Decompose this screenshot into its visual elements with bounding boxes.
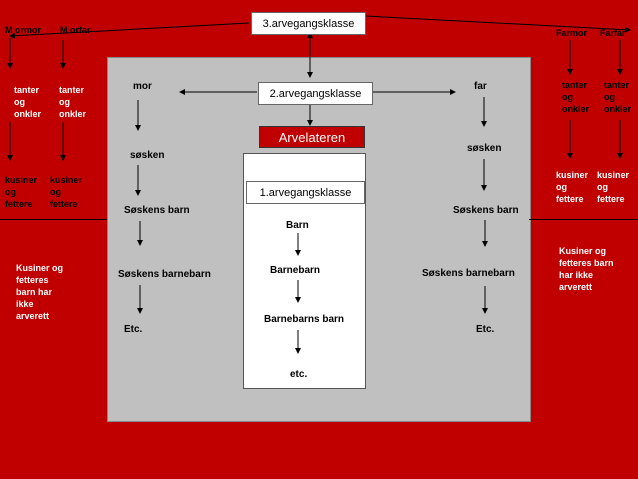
left-cousins-b: kusiner og fettere: [50, 175, 83, 209]
mor-siblings-grandchildren: Søskens barnebarn: [118, 269, 211, 280]
far-label: far: [474, 81, 487, 92]
left-grandmother: M ormor: [5, 25, 41, 35]
mor-label: mor: [133, 81, 152, 92]
grandchildren-label: Barnebarn: [270, 265, 321, 276]
right-grandmother: Farmor: [556, 28, 588, 38]
right-grandfather: Farfar: [600, 28, 626, 38]
divider-right: [529, 219, 638, 220]
left-cousins-a: kusiner og fettere: [5, 175, 38, 209]
far-siblings: søsken: [467, 143, 502, 154]
third-class-box: 3.arvegangsklasse: [251, 12, 366, 35]
first-class-box: 1.arvegangsklasse: [246, 181, 365, 204]
second-class-box: 2.arvegangsklasse: [258, 82, 373, 105]
far-siblings-children: Søskens barn: [453, 205, 519, 216]
arrow-top-left: [9, 22, 250, 39]
children-label: Barn: [286, 220, 309, 231]
heir-box: Arvelateren: [259, 126, 365, 148]
arrow-top-right: [364, 15, 631, 33]
right-cousins-b: kusiner og fettere: [597, 170, 630, 204]
first-line-etc: etc.: [290, 369, 308, 380]
right-uncles-a: tanter og onkler: [562, 80, 590, 114]
mor-siblings: søsken: [130, 150, 165, 161]
right-note: Kusiner og fetteres barn har ikke arvere…: [559, 246, 614, 292]
far-siblings-grandchildren: Søskens barnebarn: [422, 268, 515, 279]
mor-etc: Etc.: [124, 324, 143, 335]
great-grandchildren-label: Barnebarns barn: [264, 314, 345, 325]
mor-siblings-children: Søskens barn: [124, 205, 190, 216]
left-note: Kusiner og fetteres barn har ikke arvere…: [16, 263, 64, 321]
far-etc: Etc.: [476, 324, 495, 335]
right-uncles-b: tanter og onkler: [604, 80, 632, 114]
left-grandfather: M orfar: [60, 25, 91, 35]
left-uncles-b: tanter og onkler: [59, 85, 87, 119]
divider-left: [0, 219, 107, 220]
right-cousins-a: kusiner og fettere: [556, 170, 589, 204]
left-uncles-a: tanter og onkler: [14, 85, 42, 119]
